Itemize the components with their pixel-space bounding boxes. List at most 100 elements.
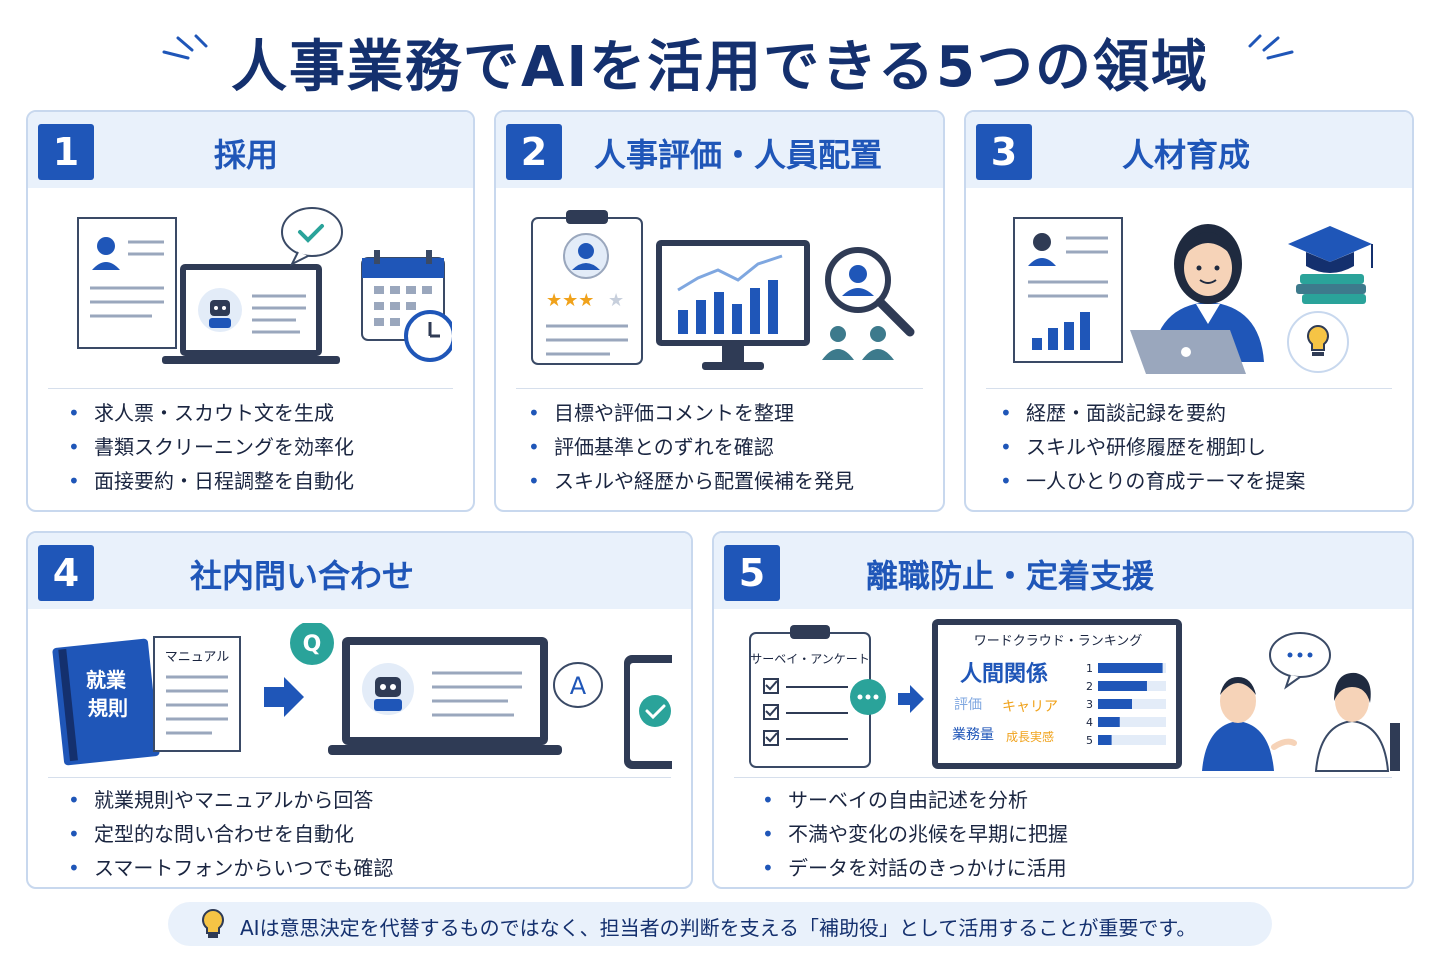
bullet-item: サーベイの自由記述を分析 — [762, 783, 1068, 817]
ranking-bar — [1098, 717, 1120, 727]
resume-icon — [77, 217, 177, 349]
card-evaluation-placement: 2 人事評価・人員配置 ★★★ ★ — [494, 110, 945, 512]
card-divider — [516, 388, 923, 389]
q-bubble-icon: Q — [290, 623, 334, 665]
bullet-list: サーベイの自由記述を分析 不満や変化の兆候を早期に把握 データを対話のきっかけに… — [762, 783, 1068, 885]
card-retention-support: 5 離職防止・定着支援 サーベイ・アンケート ワードクラウド・ランキング — [712, 531, 1414, 889]
evaluation-illustration: ★★★ ★ — [531, 210, 915, 370]
right-sparkle-decoration — [1248, 34, 1294, 60]
card-header — [496, 112, 943, 188]
bullet-item: 評価基準とのずれを確認 — [528, 430, 854, 464]
bullet-list: 就業規則やマニュアルから回答 定型的な問い合わせを自動化 スマートフォンからいつ… — [68, 783, 393, 885]
footer-note: AIは意思決定を代替するものではなく、担当者の判断を支える「補助役」として活用す… — [168, 902, 1272, 946]
lightbulb-icon — [1287, 311, 1349, 373]
bullet-list: 経歴・面談記録を要約 スキルや研修履歴を棚卸し 一人ひとりの育成テーマを提案 — [1000, 396, 1305, 498]
a-label: A — [570, 672, 587, 700]
rules-book-icon: 就業 規則 — [52, 638, 160, 766]
ranking-label: 3 — [1086, 698, 1093, 711]
card-talent-development: 3 人材育成 — [964, 110, 1414, 512]
bullet-item: 求人票・スカウト文を生成 — [68, 396, 354, 430]
wordcloud-word: 業務量 — [952, 727, 994, 743]
card-header — [28, 112, 473, 188]
two-people-talking-icon — [1202, 632, 1400, 772]
card-header — [714, 533, 1412, 609]
ranking-bar — [1098, 735, 1112, 745]
ranking-bar — [1098, 663, 1163, 673]
monitor-chart-icon — [656, 240, 810, 370]
bullet-item: 面接要約・日程調整を自動化 — [68, 464, 354, 498]
rules-book-label-2: 規則 — [88, 696, 128, 720]
woman-with-laptop-icon — [1130, 224, 1264, 374]
bullet-item: スキルや経歴から配置候補を発見 — [528, 464, 854, 498]
card-divider — [734, 777, 1392, 778]
card-title: 人材育成 — [1122, 136, 1251, 174]
graduation-cap-icon — [1288, 226, 1373, 304]
manual-document-icon: マニュアル — [153, 636, 241, 752]
card-number: 3 — [976, 124, 1032, 180]
bullet-item: 定型的な問い合わせを自動化 — [68, 817, 393, 851]
a-bubble-icon: A — [553, 662, 603, 708]
ranking-label: 2 — [1086, 680, 1093, 693]
arrow-right-icon — [898, 685, 924, 713]
card-title: 採用 — [214, 136, 279, 174]
ranking-bar — [1098, 699, 1132, 709]
manual-label: マニュアル — [165, 650, 230, 665]
card-title: 離職防止・定着支援 — [866, 557, 1155, 595]
card-number: 2 — [506, 124, 562, 180]
card-number: 5 — [724, 545, 780, 601]
bullet-item: 目標や評価コメントを整理 — [528, 396, 854, 430]
search-profile-icon — [822, 247, 915, 360]
bullet-item: 不満や変化の兆候を早期に把握 — [762, 817, 1068, 851]
card-number: 4 — [38, 545, 94, 601]
development-illustration — [1013, 217, 1373, 374]
footer-text: AIは意思決定を代替するものではなく、担当者の判断を支える「補助役」として活用す… — [240, 916, 1197, 940]
retention-illustration: サーベイ・アンケート ワードクラウド・ランキング 人間関係 評価 キャリア 業務… — [749, 619, 1400, 772]
recruitment-illustration — [77, 207, 452, 364]
wordcloud-word: キャリア — [1002, 699, 1058, 715]
card-recruitment: 1 採用 — [26, 110, 475, 512]
ranking-track — [1098, 717, 1166, 727]
bullet-item: スマートフォンからいつでも確認 — [68, 851, 393, 885]
bullet-item: 一人ひとりの育成テーマを提案 — [1000, 464, 1305, 498]
lightbulb-icon — [202, 908, 224, 938]
smartphone-check-icon — [624, 655, 672, 769]
svg-text:★★★: ★★★ — [546, 290, 594, 311]
card-header — [966, 112, 1412, 188]
card-number: 1 — [38, 124, 94, 180]
bullet-item: 就業規則やマニュアルから回答 — [68, 783, 393, 817]
wordcloud-word: 成長実感 — [1006, 729, 1054, 744]
svg-text:★: ★ — [608, 290, 624, 311]
card-divider — [986, 388, 1392, 389]
wordcloud-word: 評価 — [954, 697, 982, 713]
survey-clipboard-icon: サーベイ・アンケート — [749, 625, 871, 768]
page-title: 人事業務でAIを活用できる5つの領域 — [230, 35, 1210, 100]
wordcloud-title: ワードクラウド・ランキング — [974, 634, 1143, 649]
laptop-ai-icon — [328, 637, 562, 755]
wordcloud-panel: ワードクラウド・ランキング 人間関係 評価 キャリア 業務量 成長実感 1 2 3 4… — [932, 619, 1182, 769]
bullet-list: 目標や評価コメントを整理 評価基準とのずれを確認 スキルや経歴から配置候補を発見 — [528, 396, 854, 498]
survey-label: サーベイ・アンケート — [750, 652, 870, 666]
bullet-list: 求人票・スカウト文を生成 書類スクリーニングを効率化 面接要約・日程調整を自動化 — [68, 396, 354, 498]
report-document-icon — [1013, 217, 1123, 363]
arrow-right-icon — [264, 677, 304, 717]
ranking-label: 4 — [1086, 716, 1093, 729]
card-title: 人事評価・人員配置 — [594, 136, 883, 174]
clipboard-profile-icon: ★★★ ★ — [531, 210, 643, 365]
laptop-ai-icon — [162, 264, 340, 364]
card-internal-inquiries: 4 社内問い合わせ 就業 規則 マニュアル Q — [26, 531, 693, 889]
bullet-item: スキルや研修履歴を棚卸し — [1000, 430, 1305, 464]
card-header — [28, 533, 691, 609]
rules-book-label-1: 就業 — [86, 668, 127, 692]
ranking-label: 1 — [1086, 662, 1093, 675]
chat-check-icon — [281, 207, 343, 267]
chat-dots-icon — [850, 679, 886, 715]
clock-icon — [404, 310, 452, 362]
bullet-item: 経歴・面談記録を要約 — [1000, 396, 1305, 430]
q-label: Q — [303, 632, 322, 657]
ranking-bar — [1098, 681, 1147, 691]
ranking-bars: 1 2 3 4 5 — [1086, 662, 1166, 747]
bullet-item: データを対話のきっかけに活用 — [762, 851, 1068, 885]
wordcloud-word: 人間関係 — [960, 662, 1048, 687]
ranking-label: 5 — [1086, 734, 1093, 747]
card-divider — [48, 777, 671, 778]
